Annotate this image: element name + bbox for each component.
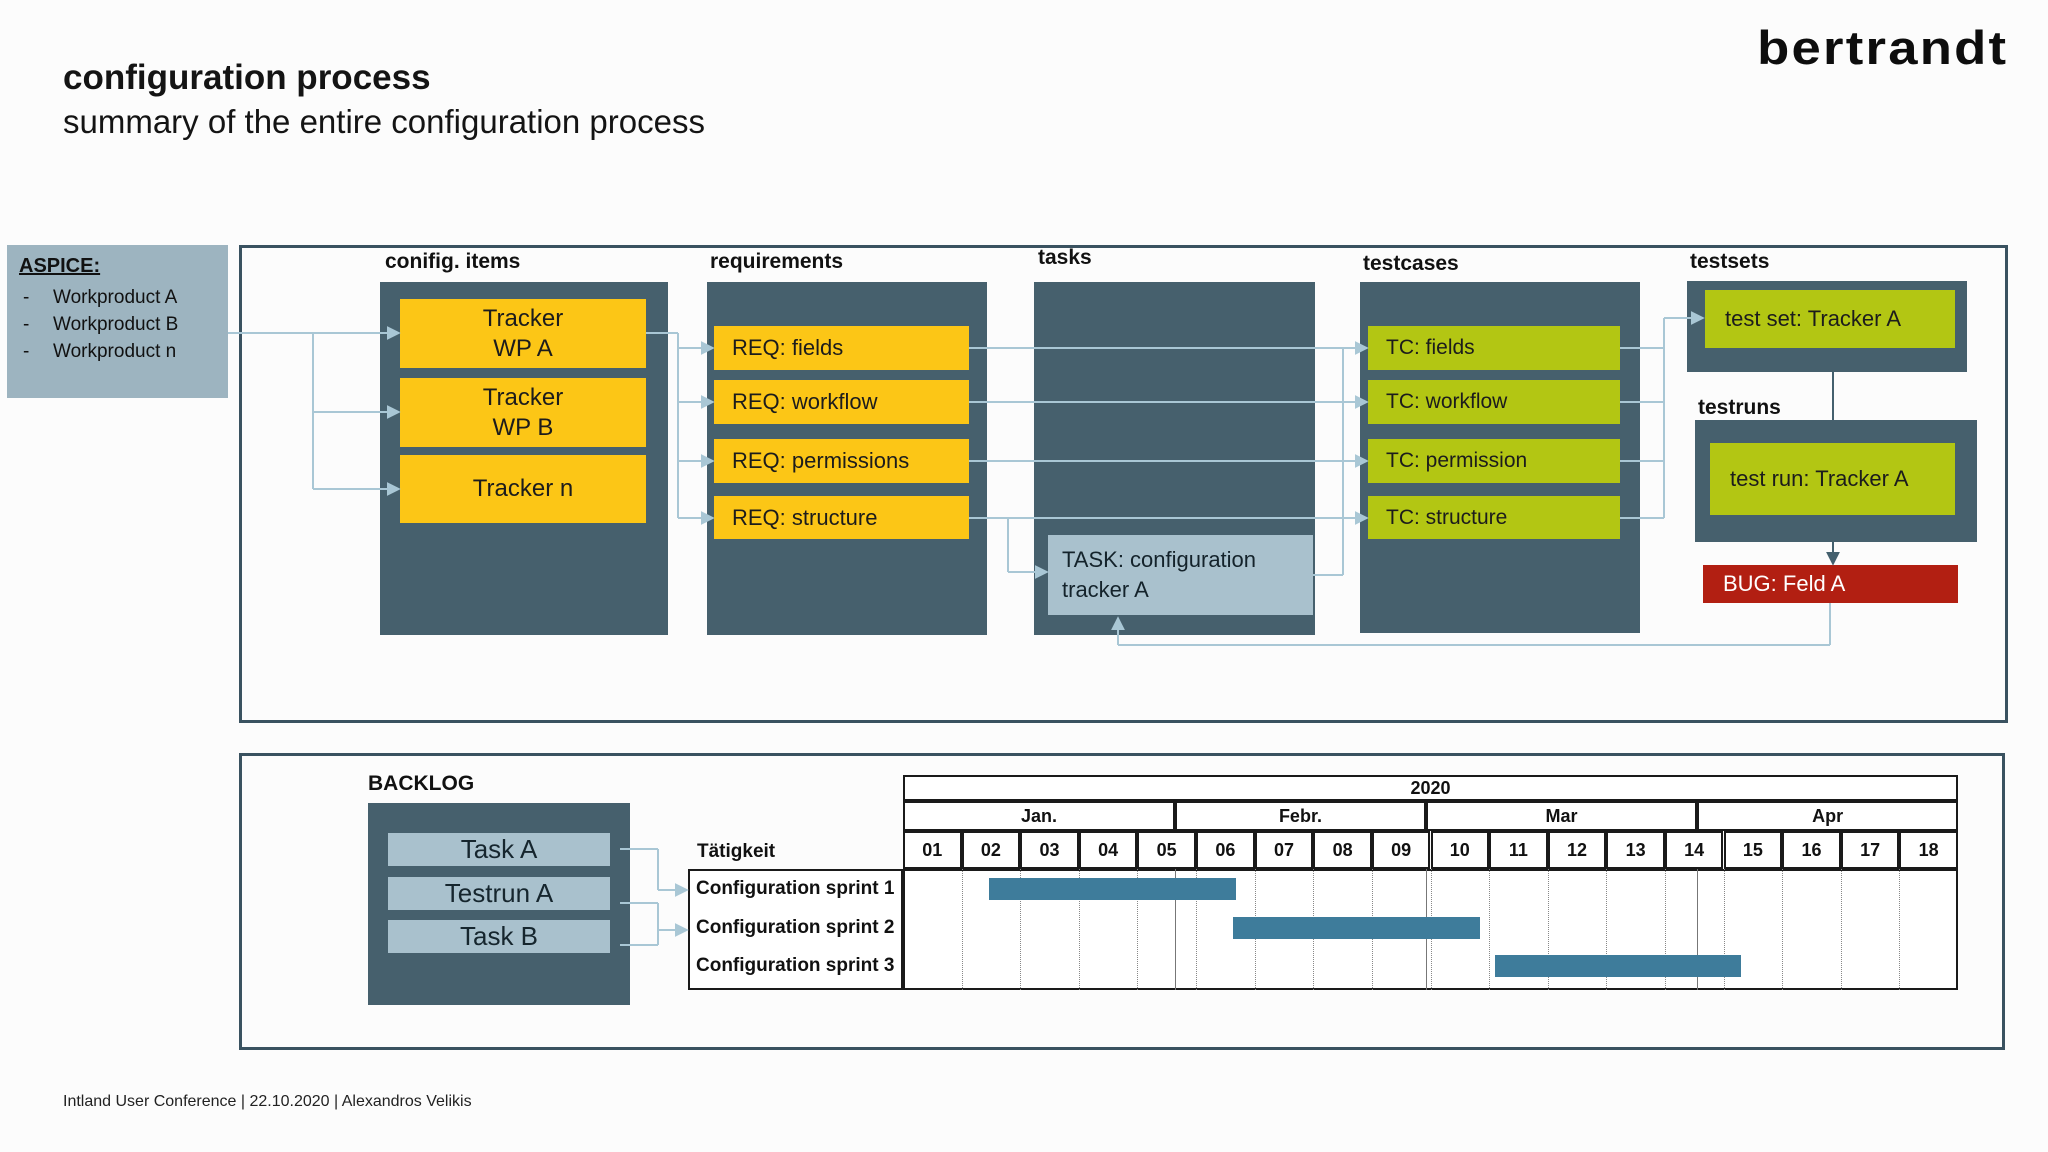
bertrandt-logo: bertrandt xyxy=(1756,21,2008,74)
gantt-week-cell-13: 13 xyxy=(1606,831,1665,869)
gantt-row-label-1: Configuration sprint 1 xyxy=(696,878,895,899)
aspice-box: ASPICE: - Workproduct A - Workproduct B - W… xyxy=(7,245,228,398)
process-frame xyxy=(239,245,2008,723)
gantt-gridline-week xyxy=(1020,869,1022,990)
gantt-rowlabel-box xyxy=(688,869,903,990)
gantt-week-cell-17: 17 xyxy=(1840,831,1900,869)
gantt-gridline-week xyxy=(1840,869,1842,990)
gantt-week-cell-03: 03 xyxy=(1020,831,1079,869)
aspice-heading: ASPICE: xyxy=(19,255,101,277)
backlog-item-task-a: Task A xyxy=(388,833,610,866)
gantt-week-cell-09: 09 xyxy=(1371,831,1431,869)
footer-text: Intland User Conference | 22.10.2020 | A… xyxy=(63,1093,472,1110)
gantt-month-cell-2: Mar xyxy=(1425,801,1698,831)
column-header-requirements: requirements xyxy=(710,250,844,273)
gantt-week-cell-08: 08 xyxy=(1313,831,1372,869)
tc-structure-box: TC: structure xyxy=(1368,496,1620,539)
aspice-item: - Workproduct B xyxy=(19,311,216,338)
req-structure-box: REQ: structure xyxy=(714,496,969,539)
gantt-gridline-week xyxy=(1547,869,1549,990)
aspice-item-label: Workproduct A xyxy=(53,287,178,308)
gantt-week-cell-05: 05 xyxy=(1137,831,1196,869)
column-header-testsets: testsets xyxy=(1690,250,1770,273)
task-configuration-box: TASK: configuration tracker A xyxy=(1048,535,1313,615)
gantt-week-cell-15: 15 xyxy=(1723,831,1783,869)
gantt-week-cell-04: 04 xyxy=(1078,831,1138,869)
backlog-gantt-frame xyxy=(239,753,2005,1050)
gantt-gridline-week xyxy=(1782,869,1784,990)
gantt-week-cell-14: 14 xyxy=(1664,831,1724,869)
gantt-row-label-3: Configuration sprint 3 xyxy=(696,955,895,976)
gantt-week-cell-10: 10 xyxy=(1430,831,1490,869)
gantt-month-cell-1: Febr. xyxy=(1175,801,1426,831)
gantt-gridline-week xyxy=(1899,869,1901,990)
column-header-config-items: conifig. items xyxy=(385,250,521,273)
gantt-activity-header: Tätigkeit xyxy=(697,841,776,862)
gantt-week-cell-11: 11 xyxy=(1489,831,1548,869)
gantt-row-label-2: Configuration sprint 2 xyxy=(696,917,895,938)
bullet-dash: - xyxy=(23,287,30,308)
testrun-tracker-a-box: test run: Tracker A xyxy=(1710,443,1955,515)
tracker-wp-b-box: Tracker WP B xyxy=(400,378,646,447)
gantt-week-cell-02: 02 xyxy=(961,831,1021,869)
page-subtitle: summary of the entire configuration proc… xyxy=(63,103,705,140)
aspice-item: - Workproduct A xyxy=(19,284,216,311)
aspice-item-label: Workproduct n xyxy=(53,341,177,362)
column-header-testruns: testruns xyxy=(1698,396,1781,419)
gantt-gridline-week xyxy=(1664,869,1666,990)
gantt-gridline-week xyxy=(1078,869,1080,990)
gantt-week-cell-16: 16 xyxy=(1782,831,1841,869)
backlog-item-task-b: Task B xyxy=(388,920,610,953)
gantt-gridline-month xyxy=(1697,869,1699,990)
backlog-heading: BACKLOG xyxy=(368,772,475,795)
tc-fields-box: TC: fields xyxy=(1368,326,1620,370)
gantt-gridline-week xyxy=(1196,869,1198,990)
gantt-bar-sprint-2 xyxy=(1233,917,1481,939)
gantt-gridline-month xyxy=(1175,869,1176,990)
gantt-week-cell-01: 01 xyxy=(903,831,962,869)
gantt-year-cell: 2020 xyxy=(903,775,1958,801)
gantt-week-cell-18: 18 xyxy=(1899,831,1958,869)
gantt-gridline-week xyxy=(1606,869,1608,990)
gantt-month-cell-0: Jan. xyxy=(903,801,1175,831)
gantt-bar-sprint-3 xyxy=(1495,955,1742,977)
gantt-bar-sprint-1 xyxy=(989,878,1236,900)
req-fields-box: REQ: fields xyxy=(714,326,969,370)
gantt-gridline-week xyxy=(1723,869,1725,990)
bullet-dash: - xyxy=(23,341,30,362)
backlog-item-testrun-a: Testrun A xyxy=(388,877,610,910)
tracker-n-box: Tracker n xyxy=(400,455,646,523)
gantt-gridline-week xyxy=(1137,869,1139,990)
column-header-testcases: testcases xyxy=(1363,252,1459,275)
gantt-week-cell-06: 06 xyxy=(1196,831,1255,869)
gantt-gridline-week xyxy=(961,869,963,990)
gantt-gridline-week xyxy=(1489,869,1491,990)
testset-tracker-a-box: test set: Tracker A xyxy=(1705,290,1955,348)
gantt-month-cell-3: Apr xyxy=(1697,801,1958,831)
tc-permission-box: TC: permission xyxy=(1368,439,1620,483)
column-header-tasks: tasks xyxy=(1038,246,1092,269)
tracker-wp-a-box: Tracker WP A xyxy=(400,299,646,368)
gantt-week-cell-07: 07 xyxy=(1254,831,1314,869)
gantt-week-cell-12: 12 xyxy=(1547,831,1607,869)
bug-feld-a-box: BUG: Feld A xyxy=(1703,565,1958,603)
aspice-item-label: Workproduct B xyxy=(53,314,179,335)
req-permissions-box: REQ: permissions xyxy=(714,439,969,483)
bullet-dash: - xyxy=(23,314,30,335)
aspice-item: - Workproduct n xyxy=(19,338,216,365)
req-workflow-box: REQ: workflow xyxy=(714,380,969,424)
page-title: configuration process xyxy=(63,58,431,97)
tc-workflow-box: TC: workflow xyxy=(1368,380,1620,424)
